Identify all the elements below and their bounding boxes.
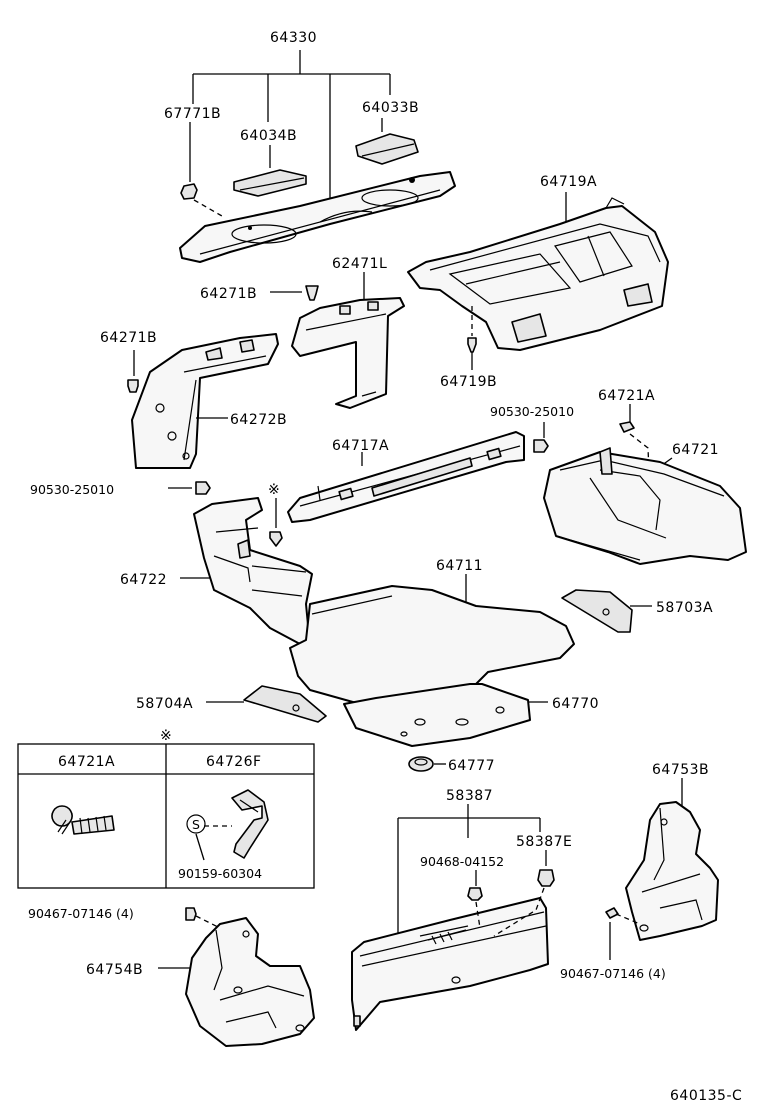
inset-header-64726f: 64726F [206,754,262,770]
label-mark-inset: ※ [160,728,172,744]
label-58703a: 58703A [656,600,713,616]
pad-58704a [206,685,327,723]
upper-trim-62471l [291,272,405,409]
screw-90467-left [185,907,221,929]
clip-64271b-upper [270,285,319,301]
label-64272b: 64272B [230,412,287,428]
inset-sub-90159: 90159-60304 [178,866,262,881]
floor-mat-64711 [289,574,575,705]
label-64719b: 64719B [440,374,497,390]
inset-table [17,743,315,889]
figure-id: 640135-C [670,1088,742,1104]
inset-header-64721a: 64721A [58,754,115,770]
grommet-64777 [408,756,446,772]
pad-58703a [561,589,652,633]
inset-s-mark: S [192,817,200,832]
back-panel-group-58387 [397,804,541,940]
label-64753b: 64753B [652,762,709,778]
label-64271b-lower: 64271B [100,330,157,346]
screw-64719b [467,306,477,370]
nut-90530-upper [533,422,549,453]
label-64719a: 64719A [540,174,597,190]
clip-64271b-lower [127,350,139,393]
package-tray-bracket [189,50,391,214]
clip-90468 [467,870,483,929]
side-trim-64722 [180,497,313,647]
tray-64770 [343,683,548,747]
label-58704a: 58704A [136,696,193,712]
label-90530-upper: 90530-25010 [490,404,574,419]
label-64330: 64330 [270,30,317,46]
rear-panel-trim-64719a [407,192,669,351]
label-62471l: 62471L [332,256,387,272]
speaker-grille-64034b [233,169,307,197]
label-64721a-upper: 64721A [598,388,655,404]
label-64754b: 64754B [86,962,143,978]
package-tray-trim [179,171,456,263]
label-64717a: 64717A [332,438,389,454]
inset-labels: 64721A 64726F 90159-60304 S [58,754,262,881]
label-64770: 64770 [552,696,599,712]
back-panel-58387 [351,897,549,1031]
quarter-trim-64272b [131,333,279,469]
label-64033b: 64033B [362,100,419,116]
nut-90530-lower [168,481,211,495]
screw-90467-right [605,907,641,960]
screw-marked [269,498,283,547]
part-labels: 64330 67771B 64034B 64033B 64719A 62471L… [28,30,742,1104]
side-trim-64754b [158,917,315,1047]
label-58387e: 58387E [516,834,572,850]
side-trim-64753b [625,778,719,941]
clip-58387e [493,850,555,937]
speaker-grille-64033b [355,133,419,165]
label-90467-right: 90467-07146 (4) [560,966,666,981]
label-64271b-upper: 64271B [200,286,257,302]
label-64777: 64777 [448,758,495,774]
label-90530-lower: 90530-25010 [30,482,114,497]
label-58387: 58387 [446,788,493,804]
label-64711: 64711 [436,558,483,574]
label-90467-left: 90467-07146 (4) [28,906,134,921]
label-64034b: 64034B [240,128,297,144]
side-trim-64721 [543,447,747,565]
label-67771b: 67771B [164,106,221,122]
label-64721: 64721 [672,442,719,458]
sill-plate-64717a [287,431,525,523]
label-90468: 90468-04152 [420,854,504,869]
label-mark-upper: ※ [268,482,280,498]
label-64722: 64722 [120,572,167,588]
clip-67771b [180,183,223,217]
